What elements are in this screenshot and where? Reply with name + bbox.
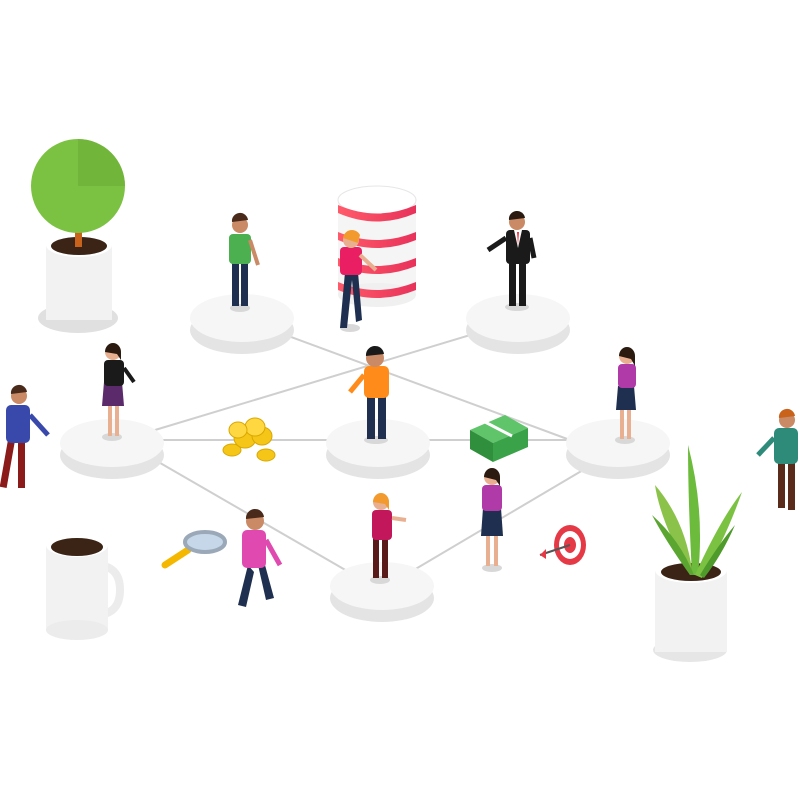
cash-stack-icon <box>470 415 528 462</box>
platform-top-right <box>466 294 570 354</box>
person-black-dress-woman <box>102 343 136 441</box>
person-green-shirt <box>229 212 260 312</box>
magnifier-icon <box>161 530 227 569</box>
person-pink-top-woman <box>340 230 378 332</box>
coins-icon <box>222 417 276 462</box>
platform-right <box>566 419 670 479</box>
target-icon <box>539 525 586 565</box>
person-blue-shirt <box>0 384 50 488</box>
potted-plant-icon <box>652 445 742 662</box>
person-teal-shirt <box>756 408 798 510</box>
person-red-top-woman <box>370 493 407 584</box>
people <box>0 210 798 607</box>
platform-bottom <box>330 562 434 622</box>
person-suit-man <box>486 210 537 311</box>
tree-icon <box>31 139 125 333</box>
person-pink-shirt-man <box>238 508 283 607</box>
platform-left <box>60 419 164 479</box>
person-orange-shirt <box>348 345 389 444</box>
person-purple-top-woman <box>615 347 636 444</box>
platform-top-left <box>190 294 294 354</box>
coffee-mug-icon <box>46 533 125 640</box>
platforms <box>60 294 670 622</box>
person-magenta-top-woman <box>481 468 503 572</box>
